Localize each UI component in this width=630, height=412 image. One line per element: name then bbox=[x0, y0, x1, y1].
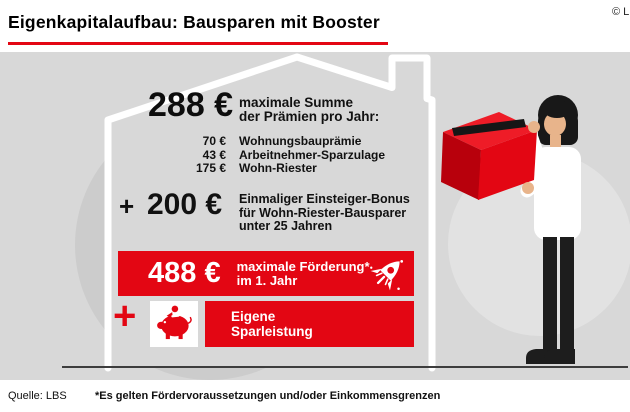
premium-sum-amount: 288 € bbox=[148, 86, 234, 124]
total-label: maximale Förderung* im 1. Jahr bbox=[236, 258, 370, 288]
bonus-label: Einmaliger Einsteiger-Bonus für Wohn-Rie… bbox=[239, 192, 410, 233]
own-savings-banner: Eigene Sparleistung bbox=[205, 301, 414, 347]
breakdown-label: Wohnungsbauprämie bbox=[239, 134, 362, 148]
copyright-text: © L bbox=[612, 6, 630, 18]
rocket-icon bbox=[366, 253, 408, 295]
red-box-icon bbox=[441, 112, 537, 200]
header-bar: Eigenkapitalaufbau: Bausparen mit Booste… bbox=[0, 0, 630, 52]
breakdown-label: Arbeitnehmer-Sparzulage bbox=[239, 147, 386, 162]
woman-leg-right bbox=[560, 237, 574, 349]
list-item: 175 € Wohn-Riester bbox=[148, 161, 385, 176]
woman-neck bbox=[550, 135, 561, 149]
list-item: 43 € Arbeitnehmer-Sparzulage bbox=[148, 147, 386, 163]
breakdown-amount: 70 € bbox=[202, 134, 226, 148]
total-funding-banner: 488 € maximale Förderung* im 1. Jahr bbox=[118, 251, 414, 296]
bonus-amount: 200 € bbox=[147, 188, 223, 221]
floor-line bbox=[62, 366, 628, 368]
total-amount: 488 € bbox=[148, 257, 221, 289]
piggy-bank-icon bbox=[150, 301, 198, 347]
woman-shoe-right bbox=[544, 349, 575, 364]
footnote-text: *Es gelten Fördervoraussetzungen und/ode… bbox=[95, 390, 441, 402]
box-tape bbox=[452, 119, 526, 136]
breakdown-amount: 175 € bbox=[195, 161, 226, 175]
page-title: Eigenkapitalaufbau: Bausparen mit Booste… bbox=[8, 12, 380, 32]
premium-breakdown-list: 70 € Wohnungsbauprämie 43 € Arbeitnehmer… bbox=[148, 134, 386, 176]
woman-leg-left bbox=[543, 237, 557, 349]
house-stroke bbox=[104, 53, 436, 372]
woman-torso bbox=[534, 147, 581, 240]
source-text: Quelle: LBS bbox=[8, 390, 67, 402]
breakdown-amount: 43 € bbox=[202, 147, 226, 162]
own-savings-label: Eigene Sparleistung bbox=[231, 309, 313, 339]
premium-sum-label: maximale Summe der Prämien pro Jahr: bbox=[239, 95, 380, 124]
breakdown-label: Wohn-Riester bbox=[239, 161, 317, 175]
woman-carrying-box-illustration bbox=[441, 95, 581, 364]
woman-face bbox=[544, 112, 566, 136]
footer-bar: Quelle: LBS *Es gelten Fördervoraussetzu… bbox=[0, 380, 630, 412]
woman-hand-bottom bbox=[522, 182, 534, 194]
woman-hand-top bbox=[528, 121, 540, 133]
bonus-plus-sign: + bbox=[119, 191, 135, 221]
list-item: 70 € Wohnungsbauprämie bbox=[148, 134, 385, 149]
title-underline bbox=[8, 42, 388, 45]
own-savings-plus-sign: + bbox=[113, 294, 137, 338]
woman-bangs bbox=[543, 100, 571, 118]
